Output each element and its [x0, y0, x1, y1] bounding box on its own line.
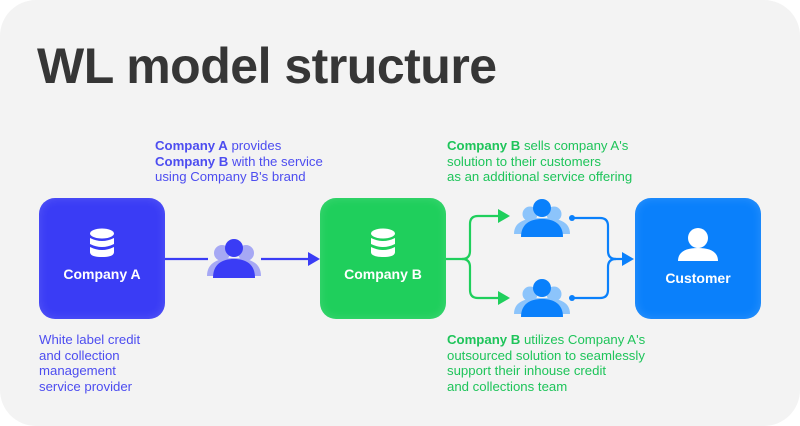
note-text: with the service — [228, 153, 323, 169]
arrowhead-to-customer — [622, 252, 634, 266]
database-icon — [90, 228, 114, 257]
note-company-b-utilizes: Company B utilizes Company A's outsource… — [447, 332, 645, 394]
user-icon — [678, 228, 718, 261]
note-text: support their inhouse credit — [447, 363, 607, 378]
arrowhead-bottom-users — [498, 291, 510, 305]
database-icon — [371, 228, 395, 257]
note-bold: Company B — [447, 332, 521, 347]
note-white-label-provider: White label credit and collection manage… — [39, 332, 140, 394]
edge-b-to-top-users — [446, 214, 500, 261]
arrowhead-to-b — [308, 252, 320, 266]
note-bold: Company B — [155, 153, 229, 169]
node-customer: Customer — [635, 198, 761, 319]
note-company-b-sells: Company B sells company A's solution to … — [447, 138, 632, 185]
note-text: sells company A's — [520, 138, 629, 153]
note-text: and collections team — [447, 378, 568, 394]
edge-top-users-to-customer — [572, 216, 623, 261]
note-text: White label credit — [39, 332, 141, 347]
note-company-a-provides: Company A provides Company B with the se… — [155, 138, 323, 185]
note-text: provides — [227, 138, 282, 153]
page-title: WL model structure — [37, 38, 497, 94]
users-group-icon — [207, 239, 261, 278]
note-text: using Company B's brand — [155, 169, 306, 184]
note-bold: Company A — [155, 138, 228, 153]
note-text: service provider — [39, 378, 133, 394]
edge-bottom-users-to-customer — [572, 257, 617, 300]
note-text: as an additional service offering — [447, 169, 633, 184]
note-text: utilizes Company A's — [520, 332, 646, 347]
users-group-top-icon — [514, 199, 570, 237]
note-bold: Company B — [447, 138, 521, 153]
node-company-b: Company B — [320, 198, 446, 319]
note-text: management — [39, 363, 116, 378]
node-company-a: Company A — [39, 198, 165, 319]
users-group-bottom-icon — [514, 279, 570, 317]
arrowhead-top-users — [498, 209, 510, 223]
edge-b-to-bottom-users — [461, 257, 500, 300]
note-text: solution to their customers — [447, 153, 601, 169]
note-text: and collection — [39, 347, 120, 363]
node-label: Company A — [63, 266, 141, 282]
node-label: Company B — [344, 266, 422, 282]
node-label: Customer — [665, 270, 731, 286]
note-text: outsourced solution to seamlessly — [447, 347, 645, 363]
